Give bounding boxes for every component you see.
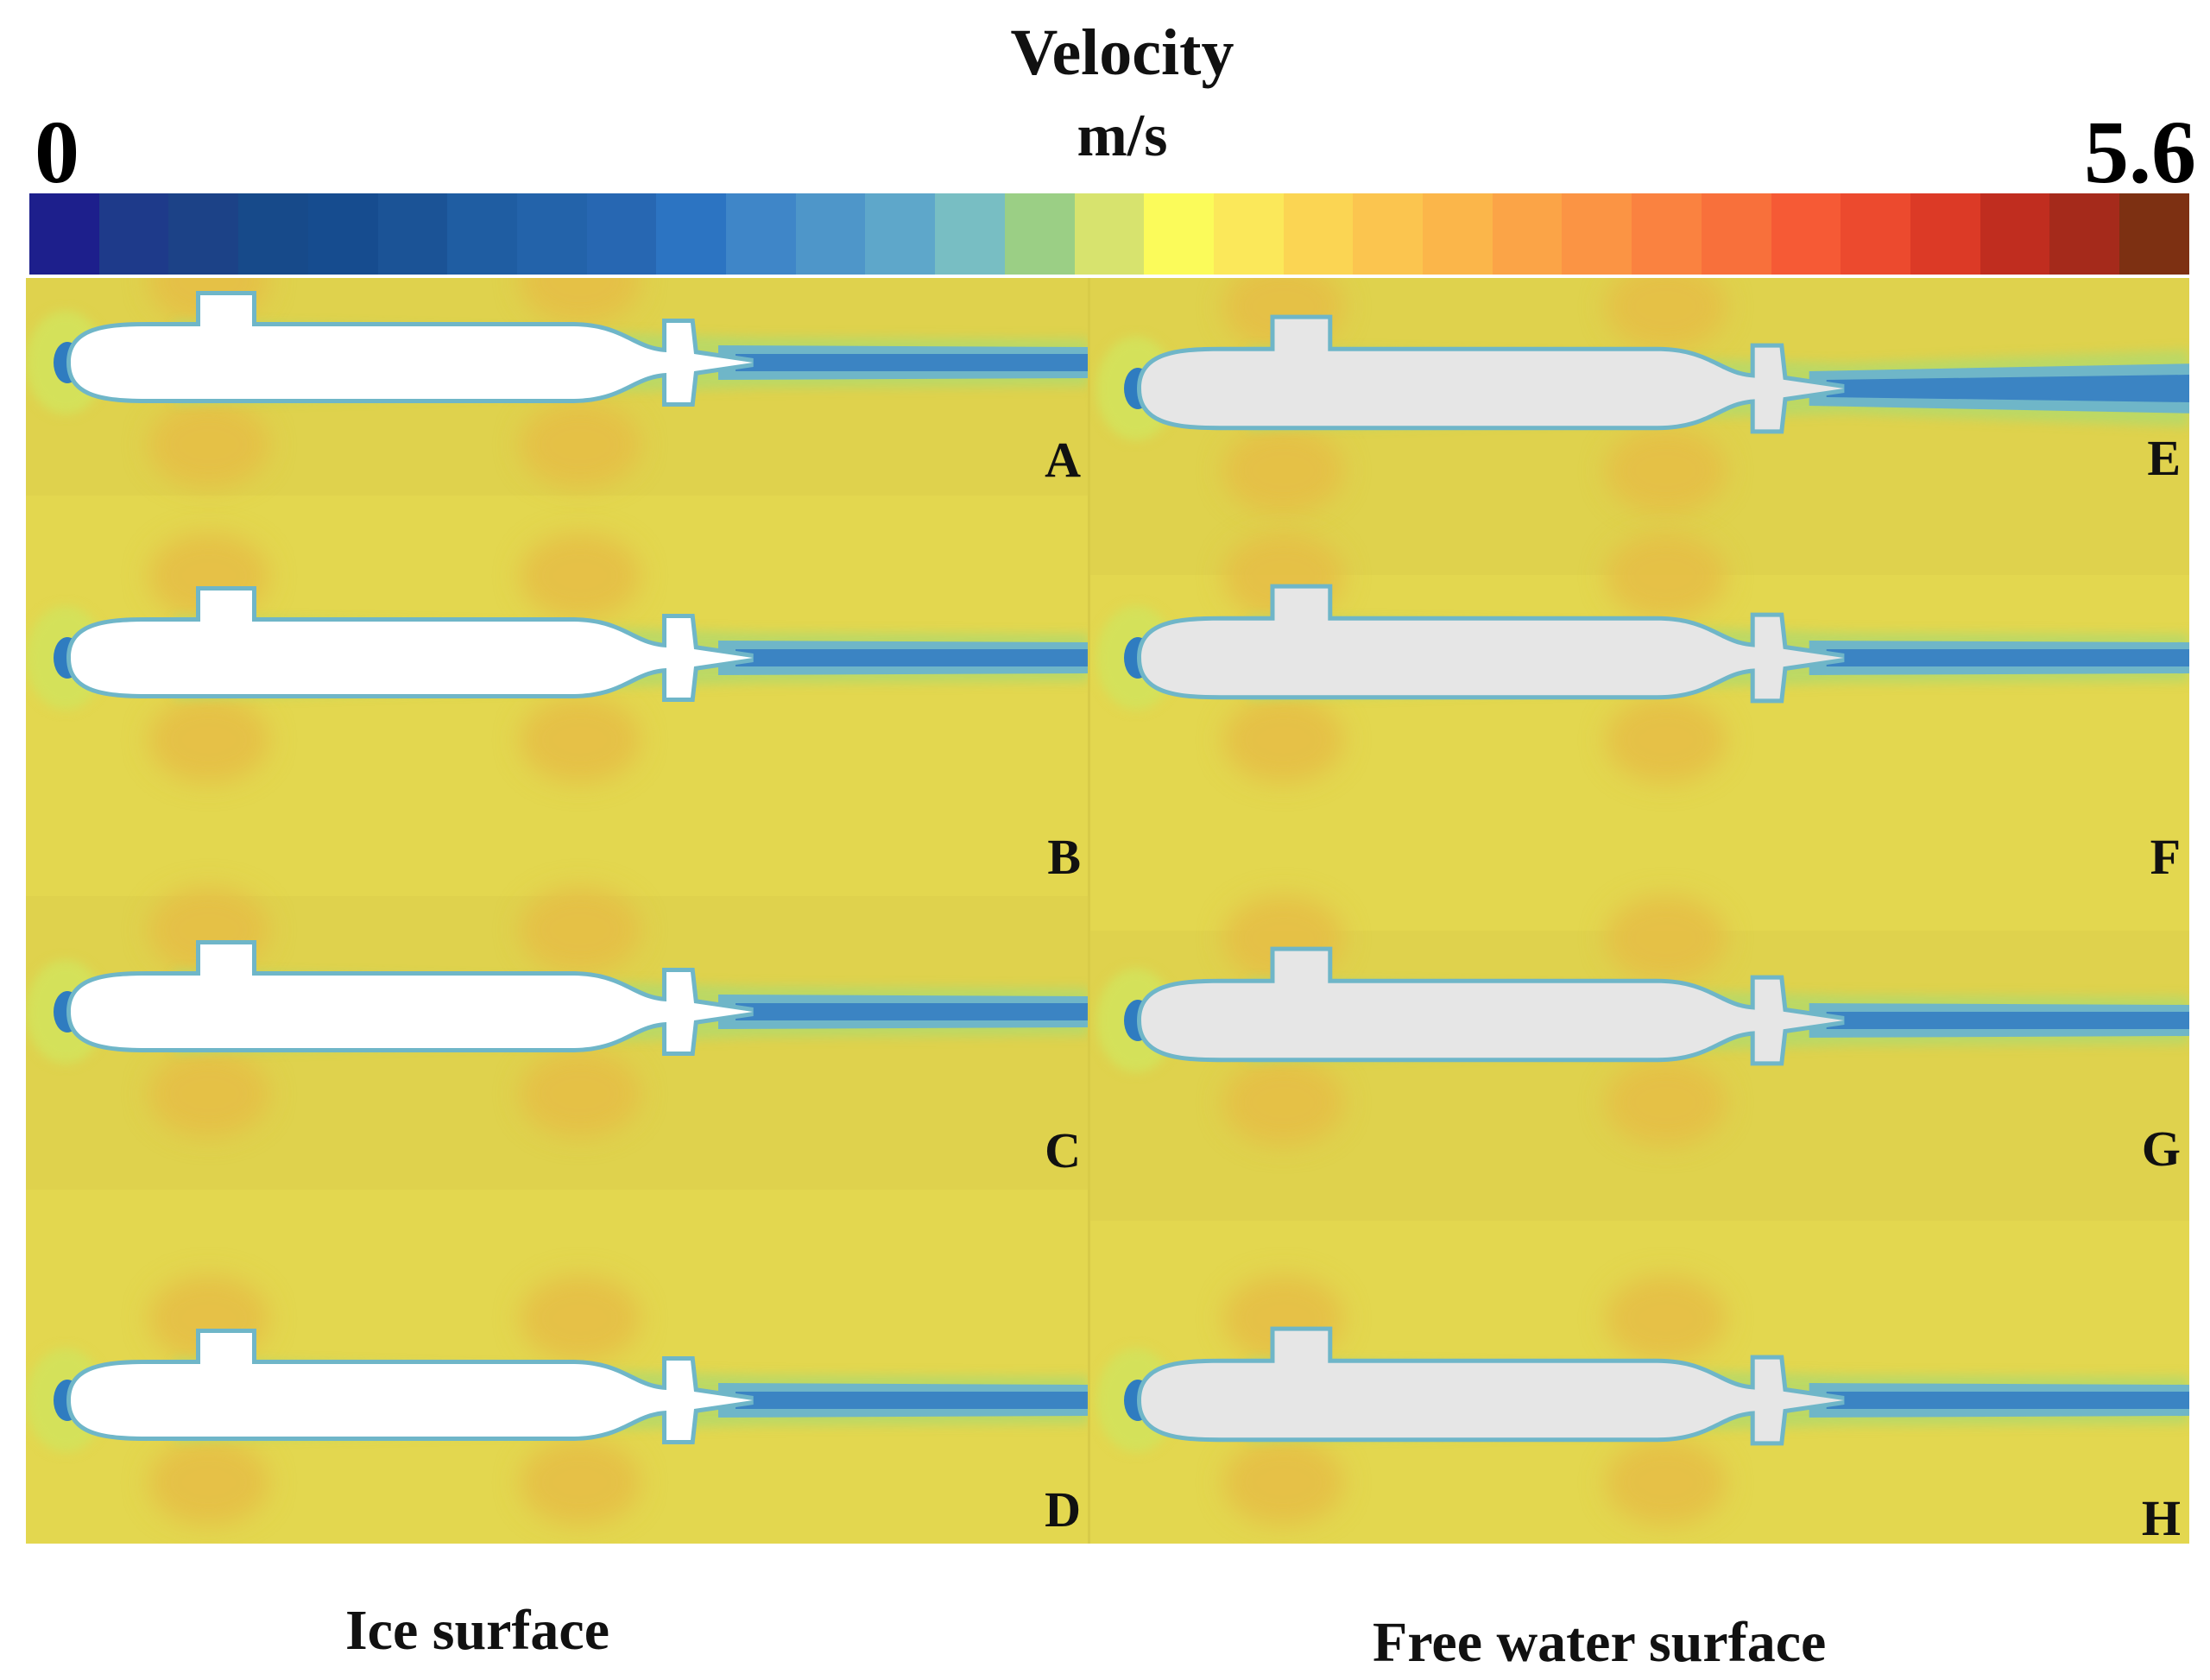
colorbar-segment bbox=[1074, 193, 1145, 275]
velocity-field-figure: A B C D E F G H bbox=[26, 278, 2189, 1544]
submarine-hull bbox=[1141, 588, 1844, 699]
colorbar-segment bbox=[1701, 193, 1771, 275]
colorbar-title: Velocity bbox=[1010, 16, 1234, 89]
colorbar-segment bbox=[516, 193, 587, 275]
colorbar-segment bbox=[29, 193, 99, 275]
submarine-hull bbox=[1141, 1330, 1844, 1442]
colorbar-segment bbox=[307, 193, 378, 275]
colorbar-max-label: 5.6 bbox=[2084, 103, 2196, 202]
colorbar-unit: m/s bbox=[1077, 103, 1168, 169]
colorbar-segment bbox=[2049, 193, 2120, 275]
colorbar-segment bbox=[935, 193, 1005, 275]
colorbar-segment bbox=[656, 193, 727, 275]
submarine-hull bbox=[1141, 319, 1844, 430]
caption-ice-surface: Ice surface bbox=[345, 1599, 610, 1662]
colorbar-segment bbox=[98, 193, 169, 275]
colorbar-segment bbox=[447, 193, 517, 275]
panel-label: B bbox=[1047, 829, 1081, 885]
caption-free-water-surface: Free water surface bbox=[1373, 1611, 1827, 1674]
colorbar-segment bbox=[1213, 193, 1284, 275]
velocity-colorbar bbox=[29, 193, 2189, 275]
colorbar-segment bbox=[1632, 193, 1702, 275]
colorbar-segment bbox=[377, 193, 448, 275]
colorbar-segment bbox=[1562, 193, 1632, 275]
colorbar-segment bbox=[1353, 193, 1424, 275]
panel-label: C bbox=[1045, 1122, 1081, 1178]
colorbar-segment bbox=[238, 193, 308, 275]
colorbar-segment bbox=[795, 193, 866, 275]
panel-label: H bbox=[2142, 1490, 2181, 1544]
submarine-hull bbox=[71, 591, 753, 698]
colorbar-min-label: 0 bbox=[35, 103, 79, 202]
panel-label: A bbox=[1045, 432, 1081, 488]
panel-label: D bbox=[1045, 1481, 1081, 1538]
panel-label: E bbox=[2147, 430, 2181, 486]
submarine-hull bbox=[71, 1333, 753, 1440]
submarine-hull bbox=[71, 295, 753, 402]
colorbar-segment bbox=[2119, 193, 2189, 275]
colorbar-segment bbox=[1144, 193, 1214, 275]
panel-label: G bbox=[2142, 1121, 2181, 1177]
high-speed-lobes bbox=[148, 533, 641, 783]
colorbar-segment bbox=[168, 193, 239, 275]
column-divider bbox=[1088, 278, 1090, 1544]
colorbar-segment bbox=[1423, 193, 1493, 275]
colorbar-segment bbox=[1771, 193, 1841, 275]
colorbar-segment bbox=[1004, 193, 1075, 275]
colorbar-segment bbox=[1841, 193, 1910, 275]
high-speed-lobes bbox=[1222, 1275, 1727, 1525]
colorbar-segment bbox=[1910, 193, 1980, 275]
colorbar-segment bbox=[1283, 193, 1354, 275]
colorbar-segment bbox=[586, 193, 657, 275]
panel-label: F bbox=[2150, 829, 2181, 885]
colorbar-segment bbox=[1980, 193, 2050, 275]
colorbar-segment bbox=[726, 193, 796, 275]
submarine-hull bbox=[71, 944, 753, 1052]
colorbar-segment bbox=[865, 193, 936, 275]
colorbar-segment bbox=[1492, 193, 1563, 275]
submarine-hull bbox=[1141, 951, 1844, 1062]
